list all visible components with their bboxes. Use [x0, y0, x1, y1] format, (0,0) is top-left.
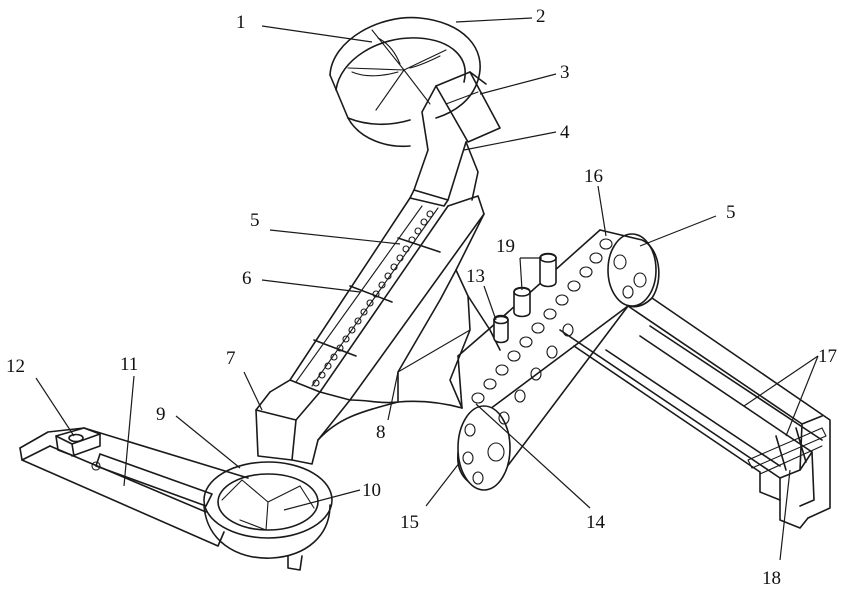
- belt-assembly: [458, 230, 659, 490]
- main-conveyor: [270, 196, 484, 400]
- right-rails: [560, 298, 830, 528]
- callout-7: 7: [226, 348, 236, 369]
- conveyor-slots: [296, 206, 438, 386]
- callout-14: 14: [586, 512, 606, 533]
- callout-15: 15: [400, 512, 419, 533]
- callout-10: 10: [362, 480, 381, 501]
- callout-3: 3: [560, 62, 570, 83]
- callout-5-left: 5: [250, 210, 260, 231]
- callout-12: 12: [6, 356, 25, 377]
- callout-18: 18: [762, 568, 781, 589]
- callout-17: 17: [818, 346, 837, 367]
- callout-11: 11: [120, 354, 138, 375]
- callout-13: 13: [466, 266, 485, 287]
- lower-elbow: [256, 392, 350, 464]
- callout-16: 16: [584, 166, 603, 187]
- callout-4: 4: [560, 122, 570, 143]
- callout-6: 6: [242, 268, 252, 289]
- callout-5-right: 5: [726, 202, 736, 223]
- callout-19: 19: [496, 236, 515, 257]
- callout-2: 2: [536, 6, 546, 27]
- bottom-bowl: [204, 462, 332, 570]
- pegs-19: [494, 254, 556, 343]
- top-hopper: [330, 18, 480, 147]
- callout-9: 9: [156, 404, 166, 425]
- conveyor-rods: [314, 238, 440, 356]
- callout-8: 8: [376, 422, 386, 443]
- hopper-vanes: [348, 30, 446, 110]
- callout-1: 1: [236, 12, 246, 33]
